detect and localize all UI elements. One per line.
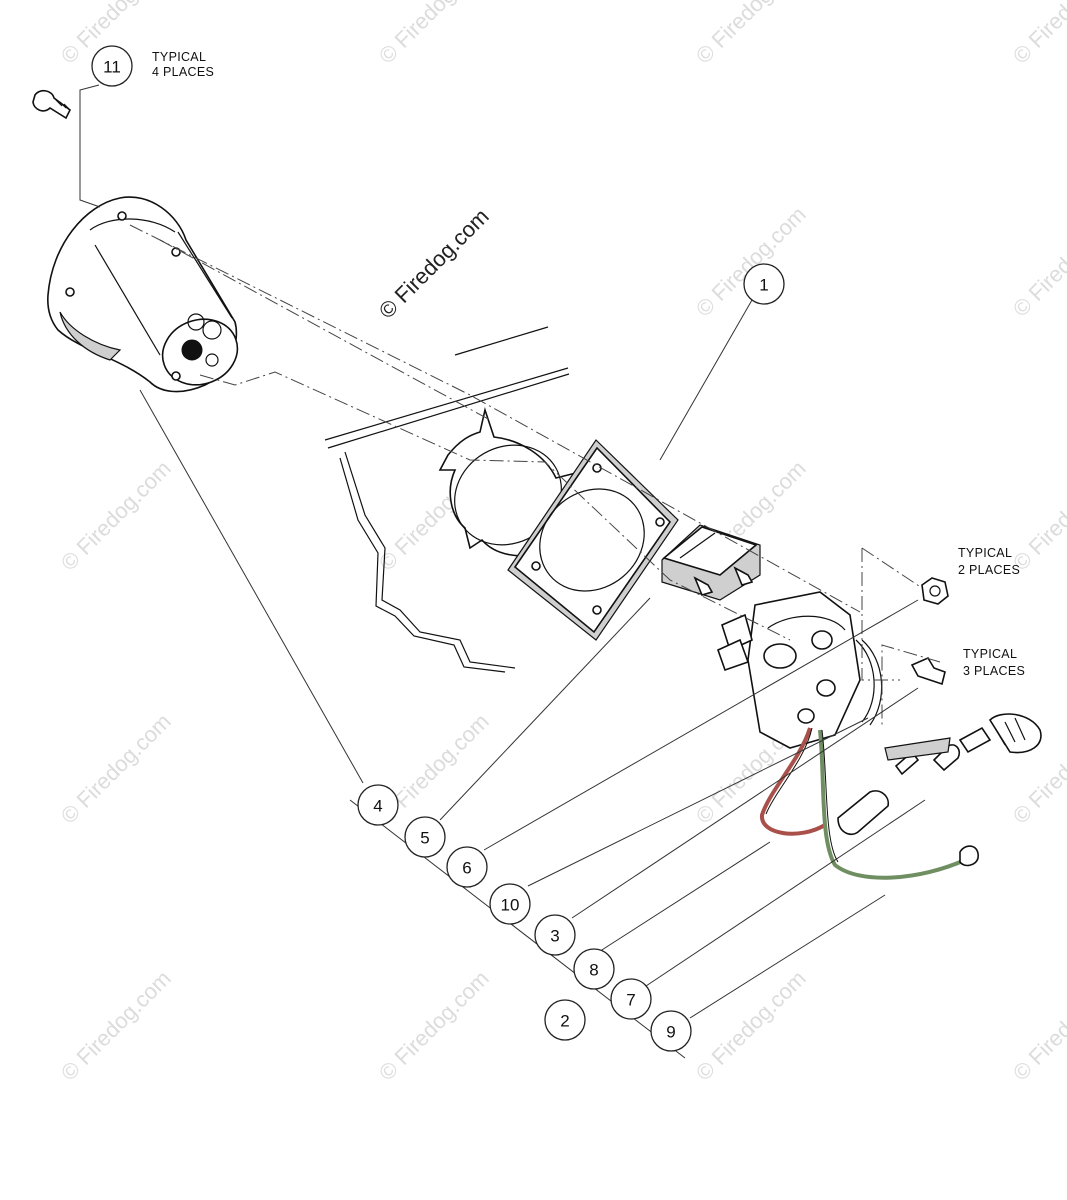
circuit-breaker	[661, 524, 761, 601]
watermark-main: © Firedog.com	[374, 204, 494, 324]
note-11-line1: TYPICAL	[152, 50, 206, 64]
callout-11: 11	[91, 45, 133, 87]
callout-circle	[404, 816, 446, 858]
watermark-tile: © Firedog.com	[691, 0, 811, 69]
callout-number: 4	[373, 797, 382, 816]
callout-number: 8	[589, 961, 598, 980]
callout-circle	[534, 914, 576, 956]
callout-9: 9	[650, 1010, 692, 1052]
callout-2: 2	[544, 999, 586, 1041]
callout-circle	[357, 784, 399, 826]
callout-circle	[489, 883, 531, 925]
callout-circle	[743, 263, 785, 305]
callout-circle	[544, 999, 586, 1041]
watermark-tile: © Firedog.com	[56, 966, 176, 1086]
callout-10: 10	[489, 883, 531, 925]
callout-number: 3	[550, 927, 559, 946]
note-screw: TYPICAL 3 PLACES	[963, 647, 1025, 678]
assembly-lines	[129, 224, 941, 725]
callout-number: 7	[626, 991, 635, 1010]
callout-number: 9	[666, 1023, 675, 1042]
callout-circle	[650, 1010, 692, 1052]
note-screw-line2: 3 PLACES	[963, 664, 1025, 678]
note-nut-line1: TYPICAL	[958, 546, 1012, 560]
vehicle-body-outline	[324, 326, 570, 673]
watermark-tile: © Firedog.com	[691, 966, 811, 1086]
callout-number: 6	[462, 859, 471, 878]
callout-7: 7	[610, 978, 652, 1020]
callout-5: 5	[404, 816, 446, 858]
mounting-plate	[507, 439, 679, 641]
callout-6: 6	[446, 846, 488, 888]
callout-number: 10	[501, 896, 520, 915]
callout-number: 1	[759, 276, 768, 295]
watermark-tile: © Firedog.com	[56, 709, 176, 829]
watermark-tile: © Firedog.com	[56, 456, 176, 576]
watermark-tile: © Firedog.com	[374, 0, 494, 69]
receptacle-body	[717, 591, 883, 749]
hardware-screw	[910, 656, 946, 686]
callout-circle	[446, 846, 488, 888]
watermark-tile: © Firedog.com	[1008, 0, 1067, 69]
leader-lines	[79, 84, 926, 1059]
callout-circle	[573, 948, 615, 990]
note-part-11: TYPICAL 4 PLACES	[152, 50, 214, 79]
callout-8: 8	[573, 948, 615, 990]
hardware-nut	[921, 577, 949, 605]
callout-number: 5	[420, 829, 429, 848]
callout-4: 4	[357, 784, 399, 826]
callout-circle	[91, 45, 133, 87]
wire-harness	[760, 713, 1042, 880]
note-11-line2: 4 PLACES	[152, 65, 214, 79]
watermark-tile: © Firedog.com	[1008, 966, 1067, 1086]
watermark-tile: © Firedog.com	[1008, 456, 1067, 576]
callout-number: 2	[560, 1012, 569, 1031]
watermark-tile: © Firedog.com	[1008, 202, 1067, 322]
receptacle-housing	[47, 196, 239, 393]
callout-3: 3	[534, 914, 576, 956]
note-nut: TYPICAL 2 PLACES	[958, 546, 1020, 577]
callout-1: 1	[743, 263, 785, 305]
note-screw-line1: TYPICAL	[963, 647, 1017, 661]
screw-part-11	[32, 89, 72, 120]
note-nut-line2: 2 PLACES	[958, 563, 1020, 577]
callout-circle	[610, 978, 652, 1020]
watermark-tile: © Firedog.com	[691, 202, 811, 322]
callout-number: 11	[103, 58, 121, 77]
watermark-tile: © Firedog.com	[374, 966, 494, 1086]
